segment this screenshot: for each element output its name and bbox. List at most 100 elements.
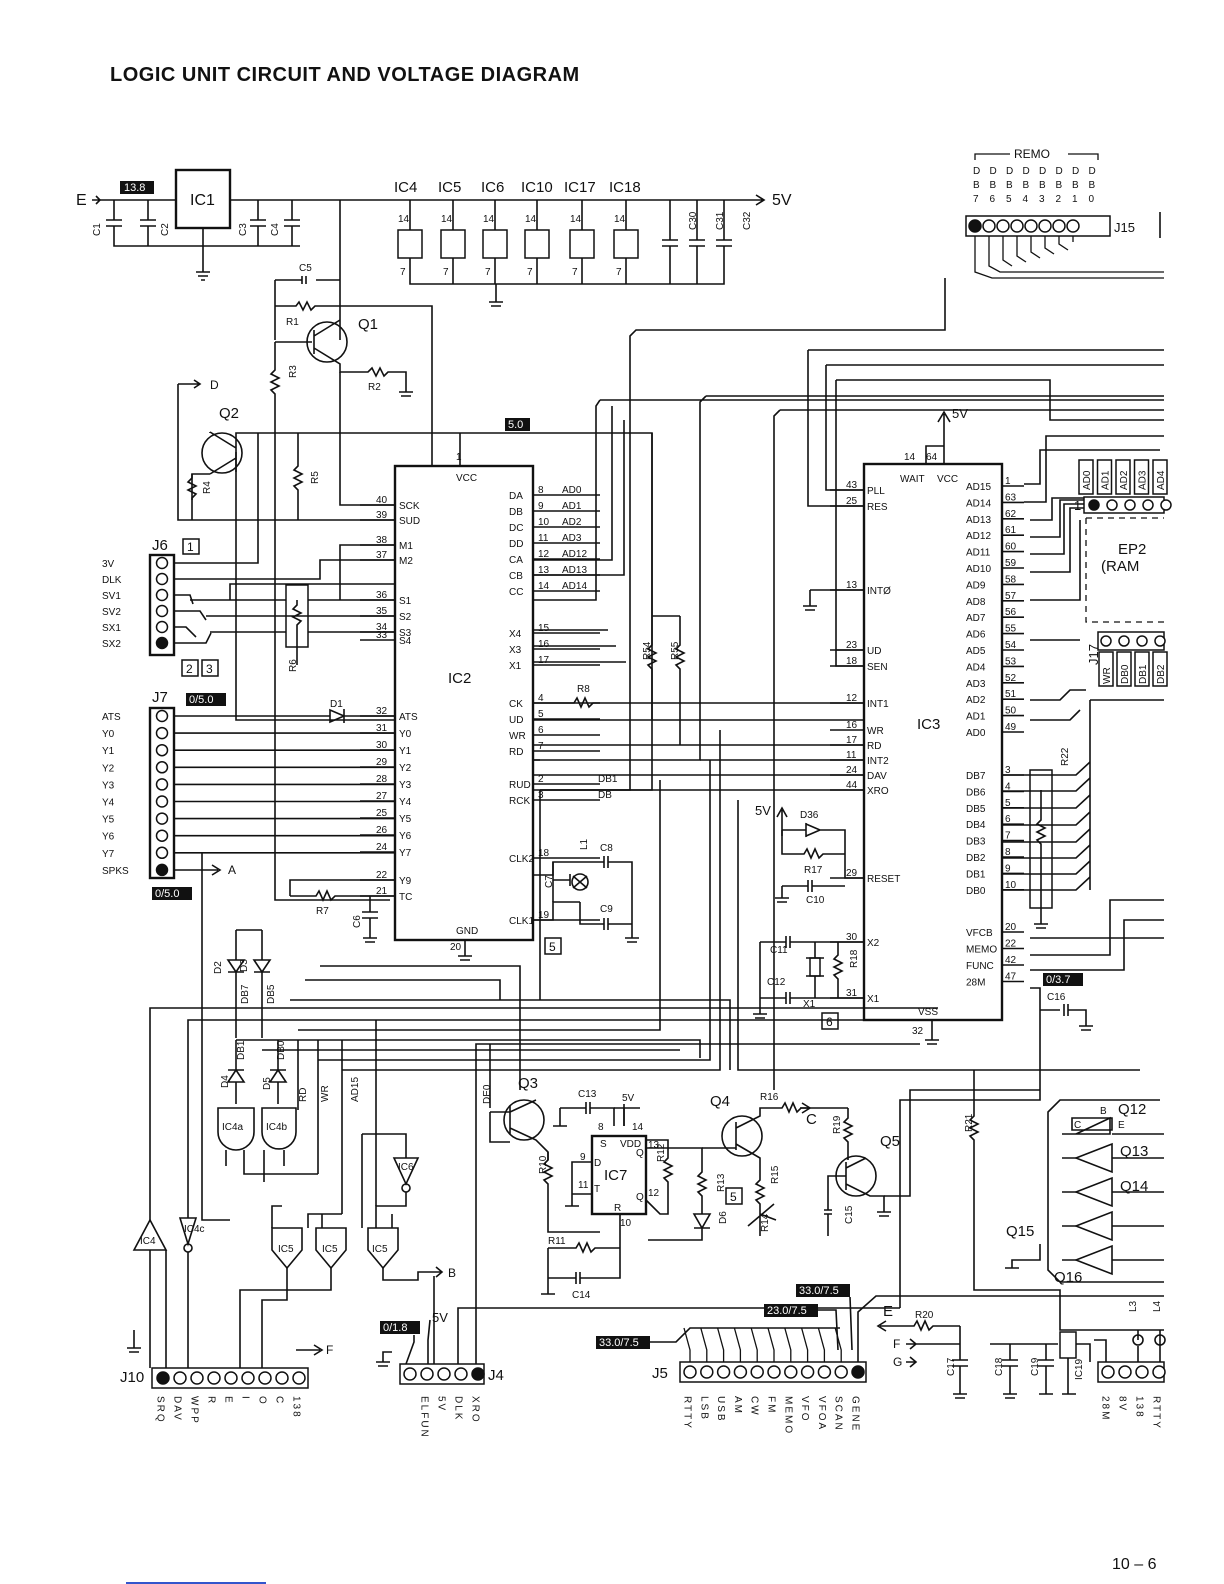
r6-network: R6: [285, 544, 395, 672]
x1-crystal: [809, 957, 821, 977]
j5-pin: [851, 1365, 865, 1379]
j19-pin-label: 8V: [1117, 1396, 1128, 1412]
r15-label: R15: [770, 1165, 781, 1184]
ic3-pin-number: 62: [1005, 509, 1017, 520]
ep2-top-label: AD3: [1138, 470, 1149, 490]
j7-pin-label: Y2: [102, 763, 115, 774]
ic3-pin-signal: AD4: [966, 662, 986, 673]
ic3-pin-number: 53: [1005, 656, 1017, 667]
ic7-5v-label: 5V: [622, 1093, 635, 1104]
tp1-box: [182, 538, 200, 555]
c16-label: C16: [1047, 992, 1066, 1003]
tp6-label: 6: [826, 1015, 833, 1029]
ic3-pin-signal: XRO: [867, 786, 889, 797]
r54-label: R54: [642, 641, 653, 660]
ic3-pin-number: 50: [1005, 706, 1017, 717]
ic3-pin-signal: RES: [867, 502, 888, 513]
ic3-pin-signal: INTØ: [867, 586, 891, 597]
ic6-label: IC6: [398, 1162, 414, 1173]
tp3-label: 3: [206, 662, 213, 676]
ic3-pin-number: 18: [846, 656, 858, 667]
j7-pin: [155, 709, 169, 723]
j10-pin-label: SRQ: [155, 1396, 166, 1424]
d3-label: D3: [239, 959, 250, 972]
ic2-pin-number: 33: [376, 630, 388, 641]
c6-label: C6: [352, 915, 363, 928]
out-5v-label: 5V: [772, 192, 792, 209]
tp2-label: 2: [186, 662, 193, 676]
ep2-label: EP2: [1118, 541, 1146, 558]
ic-bank-label-ic5: IC5: [438, 179, 461, 196]
j17-pin: [1118, 635, 1130, 647]
l4-label: L4: [1152, 1300, 1163, 1312]
ic3-pin-signal: VFCB: [966, 928, 993, 939]
j5-pin-label: CW: [749, 1396, 760, 1417]
ic2-pin-number: 40: [376, 495, 388, 506]
d1-label: D1: [330, 699, 343, 710]
svg-text:13.8: 13.8: [124, 182, 145, 194]
voltage-badge-j5-a: 33.0/7.5: [796, 1284, 850, 1297]
ep2-top-label: AD2: [1119, 470, 1130, 490]
ep2-pin: [1160, 499, 1172, 511]
j5-pin: [767, 1365, 781, 1379]
ic3-pin-signal: AD9: [966, 580, 986, 591]
j19-pin: [1152, 1365, 1166, 1379]
ic3-pin-number: 7: [1005, 831, 1011, 842]
j5-pin-label: USB: [715, 1396, 726, 1423]
j7-pin: [155, 778, 169, 791]
q12-label: Q12: [1118, 1101, 1146, 1118]
ic3-pin-signal: DAV: [867, 771, 887, 782]
ic2-pin-number: 22: [376, 870, 388, 881]
j17-pin-label: DB2: [1156, 664, 1167, 684]
j7-pin-label: Y0: [102, 729, 115, 740]
j7-pin: [155, 863, 169, 877]
ic2-pin-number: 17: [538, 655, 550, 666]
ic5d-label: IC5: [372, 1244, 388, 1255]
b-output-label: B: [448, 1266, 456, 1280]
j10-pin: [156, 1371, 170, 1385]
r4-label: R4: [202, 481, 213, 494]
db1-label: DB1: [236, 1040, 247, 1060]
voltage-badge-j7-ats: 0/5.0: [186, 693, 226, 706]
ic2-pin-number: 37: [376, 550, 388, 561]
ic2-pin-number: 2: [538, 774, 544, 785]
wr-label: WR: [320, 1085, 331, 1102]
j5-pin: [716, 1365, 731, 1379]
ic3-pin-signal: AD5: [966, 646, 986, 657]
j4-pin: [420, 1367, 434, 1381]
ic4b-label: IC4b: [266, 1122, 288, 1133]
routing: [201, 395, 1164, 1308]
q3-ic7: Q3 DE0 R10 C13 5V IC7 S VDD D T R Q Q 8 …: [482, 1044, 743, 1301]
r10-label: R10: [538, 1155, 549, 1174]
rd-label: RD: [298, 1088, 309, 1102]
voltage-badge-13-8: 13.8: [120, 181, 154, 194]
ic3-vss-label: VSS: [918, 1007, 938, 1018]
svg-text:0/3.7: 0/3.7: [1046, 974, 1070, 986]
j15-label: J15: [1114, 220, 1135, 235]
ic3-pin-signal: PLL: [867, 486, 885, 497]
j7-pin: [155, 795, 169, 808]
ic3-pin-number: 60: [1005, 542, 1017, 553]
c2-label: C2: [160, 223, 171, 236]
j10-pin-label: 138: [291, 1396, 302, 1419]
ic6-vcc-pin: 14: [483, 214, 495, 225]
ic3-pin-number: 56: [1005, 607, 1017, 618]
ic3-pin-signal: AD2: [966, 695, 986, 706]
r11-label: R11: [548, 1236, 566, 1247]
ic2-pin-number: 7: [538, 741, 544, 752]
c3-label: C3: [238, 223, 249, 236]
ic3-pin-signal: SEN: [867, 662, 888, 673]
gate-logic: D2 D3 DB7 DB5 D4 D5 DB1 DB0 IC4a IC4b RD…: [132, 929, 938, 1368]
j6-pin-label: SX2: [102, 639, 121, 650]
ic2-net-label: AD13: [562, 565, 587, 576]
ic2-pin-signal: TC: [399, 892, 412, 903]
ic7-pin-d: D: [594, 1158, 601, 1169]
j17-pin-label: DB0: [1120, 664, 1131, 684]
c10-label: C10: [806, 895, 825, 906]
j15-pin: [1052, 219, 1066, 233]
ic4a-label: IC4a: [222, 1122, 244, 1133]
r55-label: R55: [670, 641, 681, 660]
ep2-pin1-label: 1: [1074, 498, 1081, 513]
